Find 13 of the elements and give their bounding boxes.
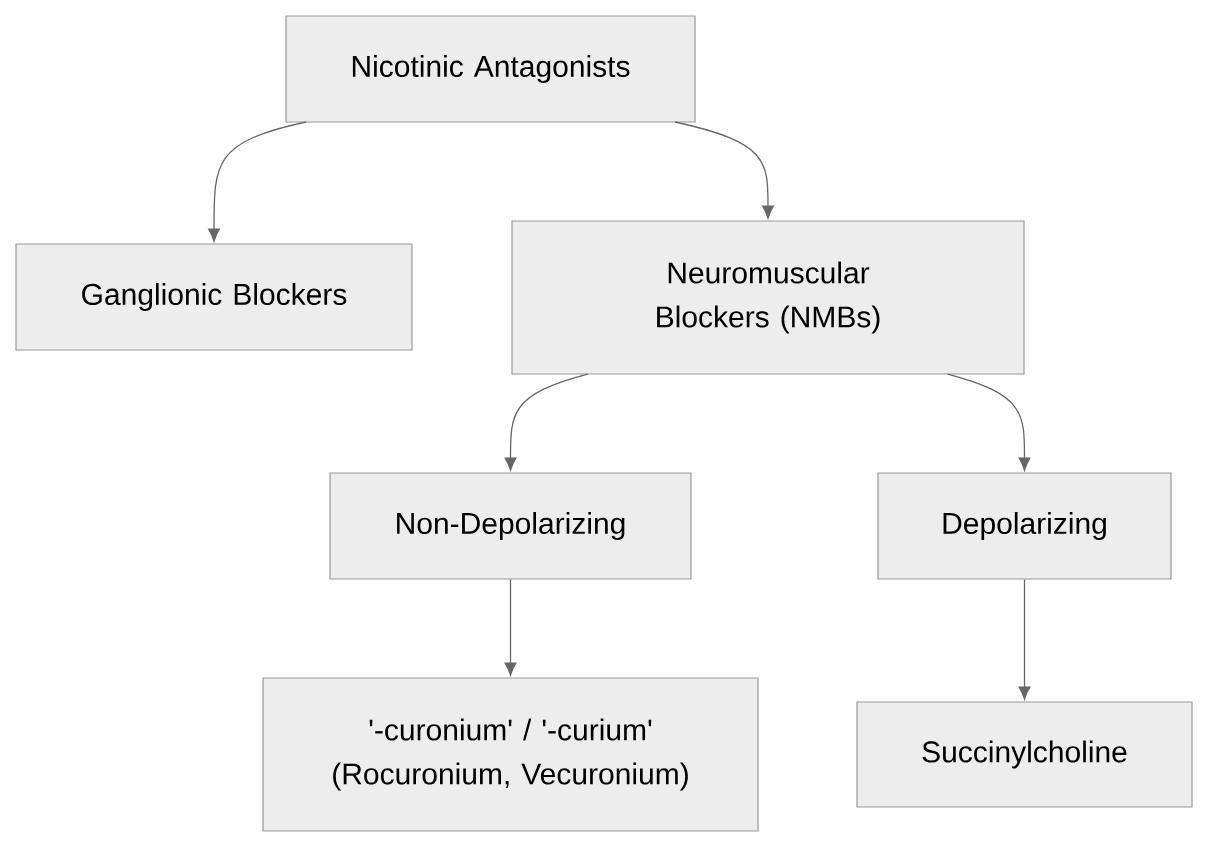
- process-box: Depolarizing: [877, 472, 1172, 580]
- process-box: Nicotinic Antagonists: [285, 15, 696, 123]
- arrow: [674, 121, 774, 219]
- process-box: Succinylcholine: [856, 701, 1193, 808]
- process-box: '-curonium' / '-curium' (Rocuronium, Vecuronium): [262, 677, 759, 832]
- process-box: Non-Depolarizing: [329, 472, 692, 580]
- arrow: [504, 373, 589, 471]
- arrow: [504, 578, 517, 676]
- arrow: [1018, 578, 1031, 700]
- arrow: [946, 373, 1031, 471]
- process-box: Ganglionic Blockers: [15, 243, 413, 351]
- arrow: [208, 121, 307, 242]
- process-box: Neuromuscular Blockers (NMBs): [511, 220, 1025, 375]
